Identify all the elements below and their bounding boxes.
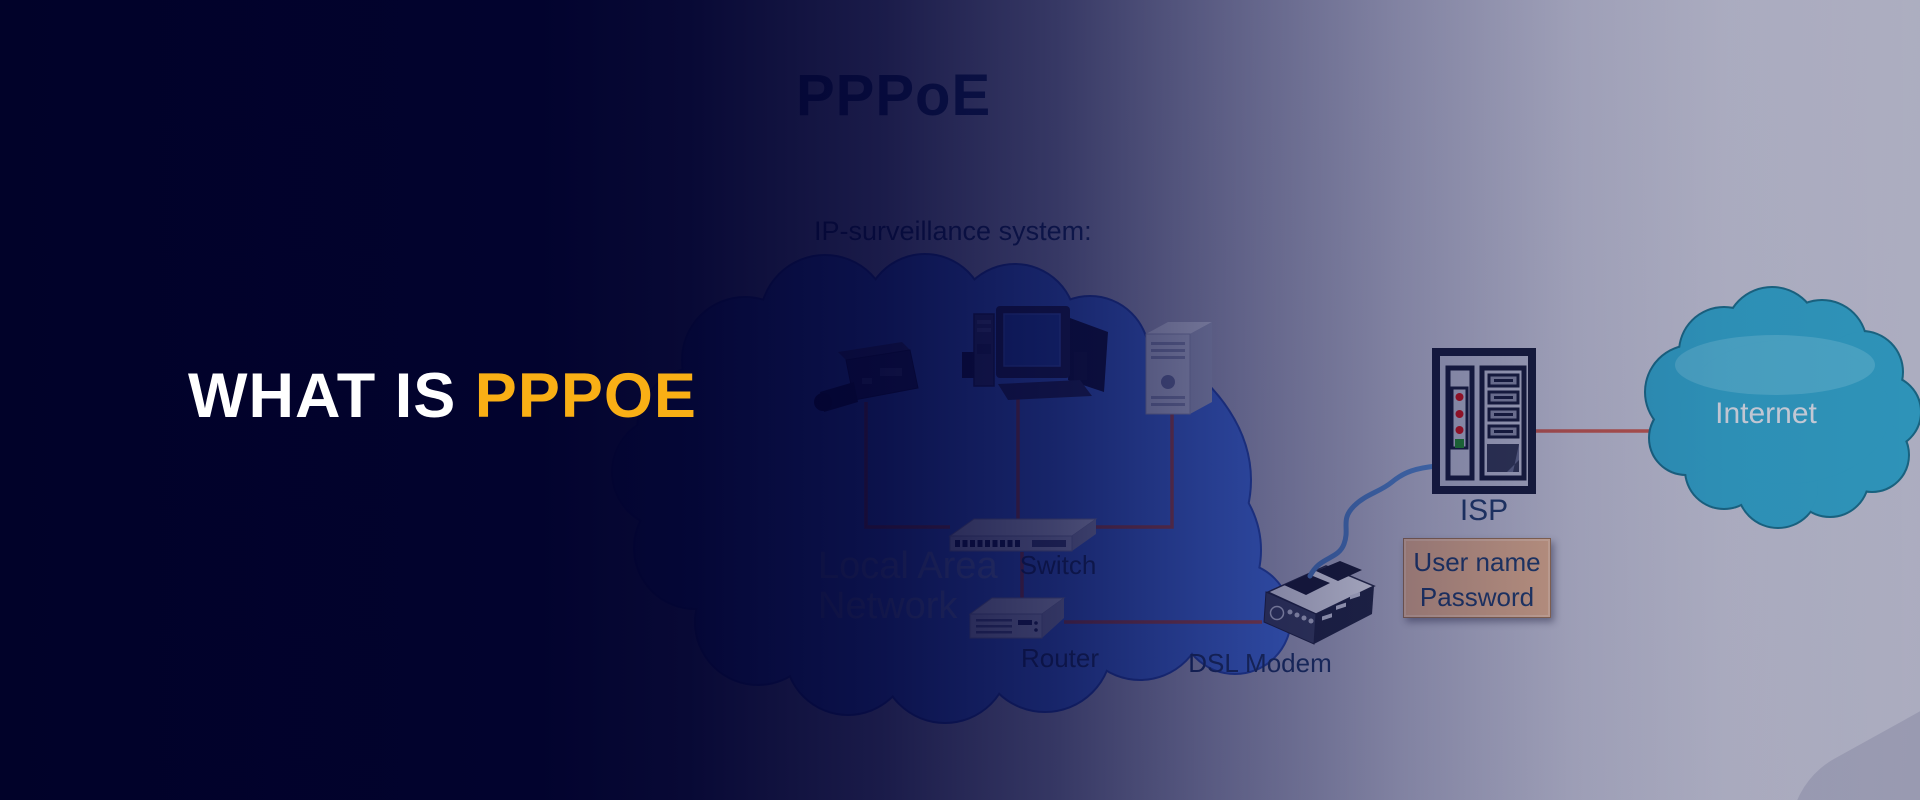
isp-label: ISP — [1459, 494, 1509, 527]
lan-label-line1: Local Area — [818, 545, 998, 587]
page-title: WHAT IS PPPOE — [188, 360, 697, 432]
server-tower-icon — [1145, 322, 1212, 415]
title-highlight: PPPOE — [474, 361, 697, 431]
diagram-subtitle: IP-surveillance system: — [814, 216, 1092, 246]
lan-cloud-label: Local Area Network — [818, 546, 998, 626]
switch-label: Switch — [1019, 550, 1097, 580]
title-prefix: WHAT IS — [188, 361, 475, 431]
credentials-username: User name — [1413, 547, 1541, 577]
credentials-password: Password — [1419, 582, 1535, 612]
credentials-box: User name Password — [1403, 538, 1551, 618]
dsl-modem-label: DSL Modem — [1188, 648, 1332, 678]
isp-server-icon — [1432, 348, 1536, 494]
internet-label: Internet — [1715, 397, 1817, 430]
router-label: Router — [1020, 643, 1100, 673]
lan-label-line2: Network — [818, 585, 958, 627]
diagram-heading: PPPoE — [796, 63, 992, 128]
